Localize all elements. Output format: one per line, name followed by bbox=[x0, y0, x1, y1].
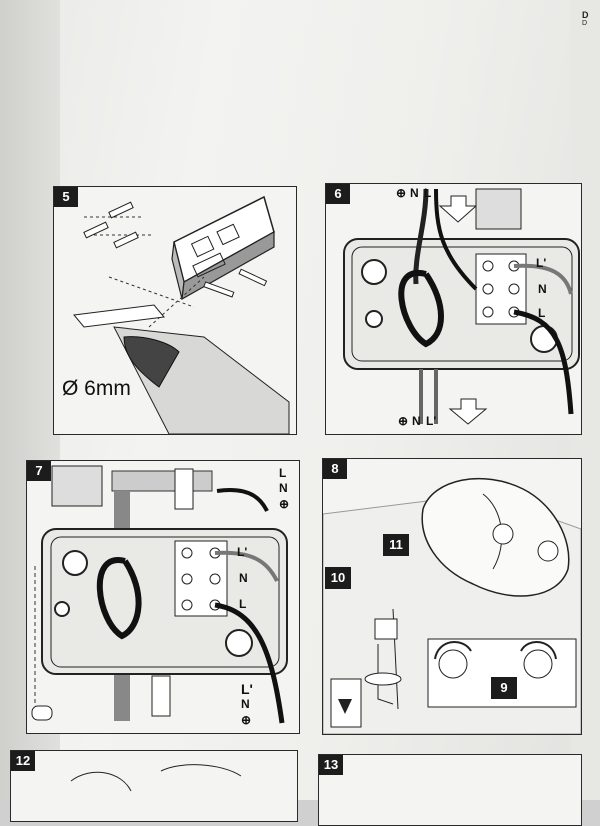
panel-13: 13 bbox=[318, 754, 582, 826]
panel-6: 6 ⊕ N L L' N bbox=[325, 183, 582, 435]
right-neutral-label: N bbox=[239, 571, 248, 585]
panel-number: 12 bbox=[11, 751, 35, 771]
bottom-switched-live-label: L' bbox=[241, 681, 253, 697]
bottom-neutral-label: N bbox=[412, 414, 421, 428]
page-tab-sub: D bbox=[582, 20, 588, 27]
top-live-label: L bbox=[279, 466, 287, 480]
top-live-label: L bbox=[424, 186, 432, 200]
top-neutral-label: N bbox=[410, 186, 419, 200]
callout-10: 10 bbox=[325, 567, 351, 589]
panel-number: 13 bbox=[319, 755, 343, 775]
callout-11: 11 bbox=[383, 534, 409, 556]
right-switched-live-label: L' bbox=[536, 256, 547, 270]
page-tab: D D bbox=[582, 10, 589, 27]
right-neutral-label: N bbox=[538, 282, 547, 296]
panel-8: 8 11 10 9 bbox=[322, 458, 582, 735]
right-live-label: L bbox=[239, 597, 247, 611]
bottom-neutral-label: N bbox=[241, 697, 250, 711]
top-neutral-label: N bbox=[279, 481, 288, 495]
drill-diameter-label: Ø 6mm bbox=[62, 377, 131, 400]
bottom-ground-label: ⊕ bbox=[398, 414, 409, 428]
page-tab-letter: D bbox=[582, 10, 589, 20]
right-live-label: L bbox=[538, 306, 546, 320]
bottom-switched-live-label: L' bbox=[426, 414, 437, 428]
right-switched-live-label: L' bbox=[237, 545, 248, 559]
panel-number: 6 bbox=[326, 184, 350, 204]
panel-number: 8 bbox=[323, 459, 347, 479]
top-ground-label: ⊕ bbox=[396, 186, 407, 200]
terminal-wiring-diagram-6 bbox=[343, 188, 580, 425]
bottom-ground-label: ⊕ bbox=[241, 713, 252, 727]
top-ground-label: ⊕ bbox=[279, 497, 290, 511]
panel-12-illustration bbox=[70, 764, 242, 792]
panel-number: 7 bbox=[27, 461, 51, 481]
callout-9: 9 bbox=[491, 677, 517, 699]
panel-5: 5 Ø 6mm bbox=[53, 186, 297, 435]
wall-mount-drilling-diagram bbox=[73, 195, 290, 434]
sensor-adjustment-diagram bbox=[323, 477, 581, 734]
panel-7: 7 L N ⊕ bbox=[26, 460, 300, 734]
terminal-wiring-diagram-7 bbox=[31, 465, 288, 724]
panel-number: 5 bbox=[54, 187, 78, 207]
panel-12: 12 bbox=[10, 750, 298, 822]
